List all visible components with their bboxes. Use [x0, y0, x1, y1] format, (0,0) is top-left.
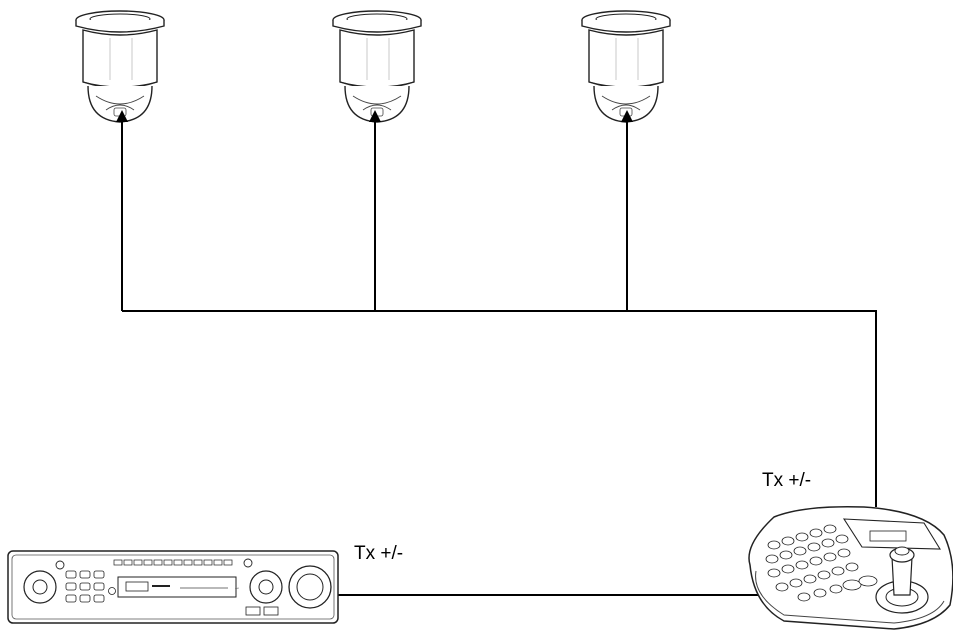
svg-text:→: → — [234, 585, 240, 591]
ptz-keyboard-controller — [748, 505, 953, 630]
dvr-tx-label: Tx +/- — [354, 543, 404, 564]
control-bus-line — [116, 110, 877, 507]
keyboard-tx-label: Tx +/- — [762, 470, 812, 491]
dome-camera-3 — [581, 10, 671, 123]
dome-camera-1 — [75, 10, 165, 123]
dome-camera-2 — [332, 10, 422, 123]
dvr-device: → — [7, 550, 339, 624]
